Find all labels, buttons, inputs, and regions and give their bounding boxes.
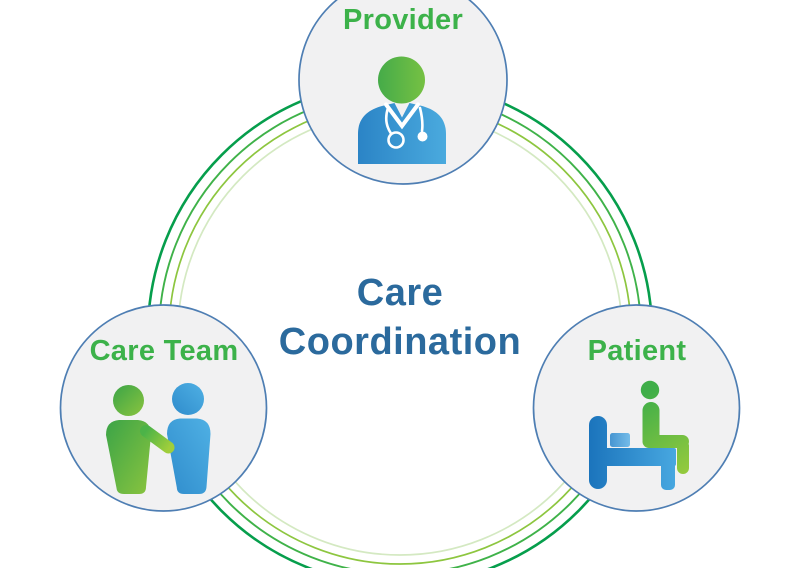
care-team-label: Care Team [89, 335, 239, 367]
patient-label: Patient [587, 335, 687, 367]
stethoscope-right-tube [418, 106, 424, 133]
stethoscope-chestpiece [387, 131, 405, 149]
bed-frame [589, 448, 676, 466]
doctor-body [358, 103, 446, 164]
green-person-body [106, 420, 151, 494]
stethoscope-bell [417, 131, 428, 142]
bed-pillow [610, 433, 630, 447]
title-line-1: Care [356, 272, 444, 314]
patient-shin [677, 440, 689, 474]
team-handshake-icon [106, 383, 211, 494]
stethoscope-left-tube [385, 106, 393, 135]
doctor-head [378, 56, 425, 104]
blue-person-head [172, 383, 204, 415]
doctor-icon [358, 56, 446, 164]
doctor-collar [384, 102, 420, 130]
diagram-title: Care Coordination [200, 269, 600, 367]
blue-person-body [167, 418, 211, 494]
provider-label: Provider [342, 4, 464, 36]
patient-in-bed-icon [589, 380, 689, 490]
title-line-2: Coordination [278, 321, 522, 363]
green-person-head [113, 385, 144, 416]
handshake-arm [140, 425, 175, 454]
patient-head [640, 380, 660, 400]
